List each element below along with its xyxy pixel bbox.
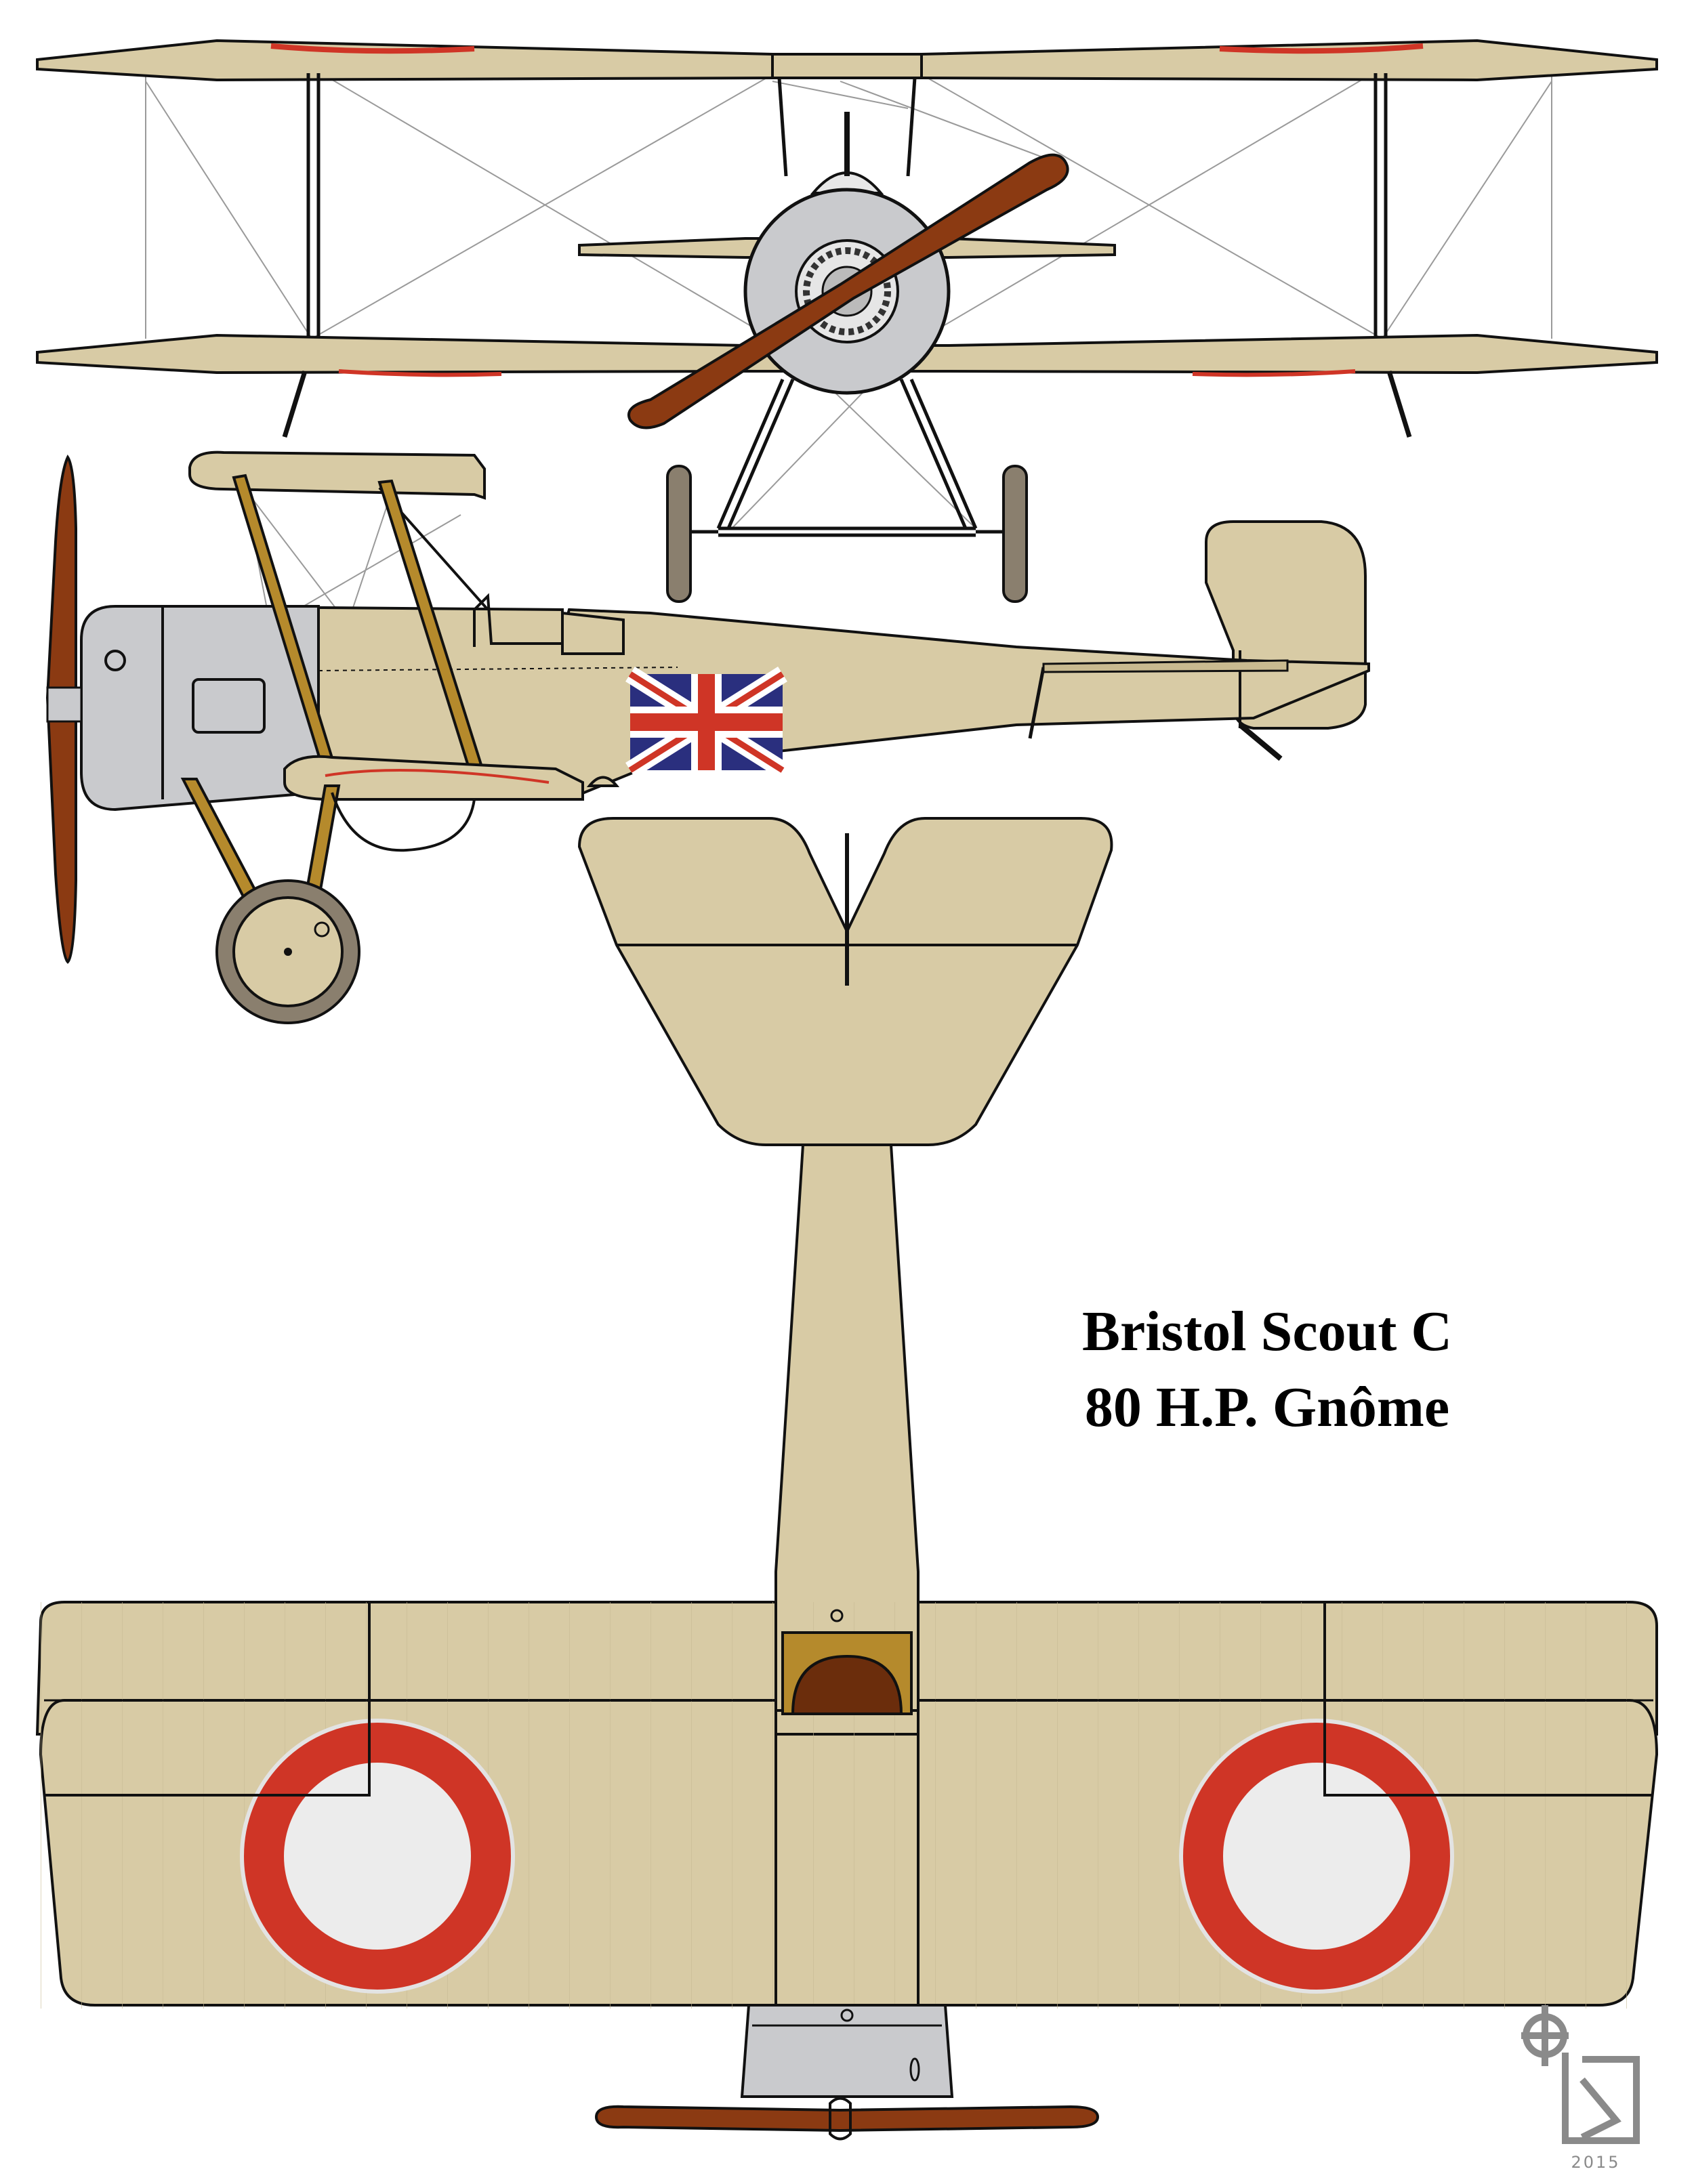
front-upper-roundel-right	[1219, 43, 1424, 54]
front-interplane-struts	[306, 73, 1388, 349]
signature-year: 2015	[1571, 2153, 1621, 2172]
title-block: Bristol Scout C 80 H.P. Gnôme	[969, 1294, 1565, 1446]
front-wheel-right	[1002, 465, 1028, 603]
front-rigging	[145, 64, 1552, 529]
front-propeller	[627, 153, 1069, 429]
side-axle-arc	[331, 792, 476, 852]
artist-monogram-icon	[1521, 2005, 1640, 2144]
top-roundel-left	[240, 1719, 515, 1994]
top-propeller	[594, 2105, 1100, 2133]
top-view	[35, 817, 1659, 2141]
front-wing-skid-left	[282, 370, 308, 438]
front-undercarriage	[716, 379, 978, 537]
front-lower-roundel-right	[1192, 369, 1356, 377]
front-wheel-left	[666, 465, 692, 603]
front-lower-roundel-left	[338, 369, 502, 377]
union-jack	[625, 667, 787, 778]
top-cowling	[740, 2004, 954, 2098]
engine-spec: 80 H.P. Gnôme	[1084, 1376, 1450, 1439]
side-prop-hub	[46, 686, 83, 723]
front-upper-roundel-left	[270, 43, 475, 54]
front-wing-skid-right	[1386, 370, 1412, 438]
side-cowling-panel	[192, 678, 266, 734]
top-roundel-right	[1179, 1719, 1454, 1994]
front-cockpit-headrest	[810, 171, 884, 194]
side-tailplane	[1042, 659, 1289, 673]
aircraft-name: Bristol Scout C	[1082, 1300, 1452, 1363]
side-lower-wing	[283, 755, 584, 801]
side-upper-wing	[188, 450, 486, 500]
front-view	[36, 39, 1658, 603]
side-headrest	[561, 611, 625, 655]
side-view	[45, 450, 1370, 1024]
